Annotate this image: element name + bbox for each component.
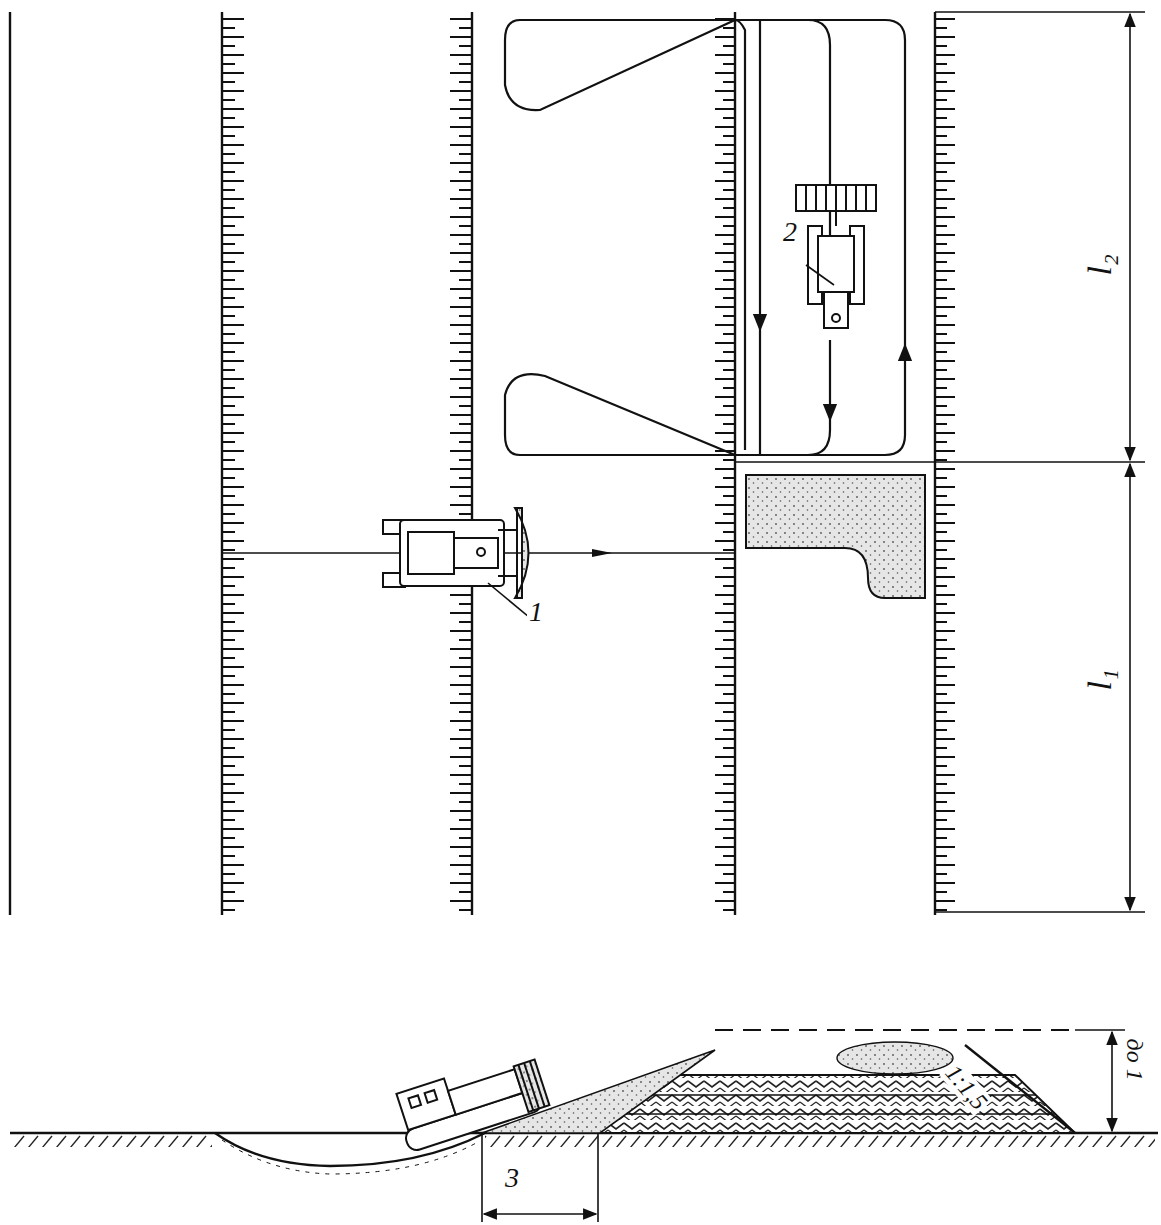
dimension-label: до 1	[1121, 1037, 1146, 1083]
dimension-label: 3	[503, 1163, 521, 1192]
dimension-label: l₂	[1082, 252, 1118, 277]
slope-label: 1:1,5	[939, 1059, 993, 1117]
callout-number: 2	[781, 217, 799, 246]
dimension-label: l₁	[1082, 667, 1118, 692]
callout-number: 1	[527, 597, 545, 626]
